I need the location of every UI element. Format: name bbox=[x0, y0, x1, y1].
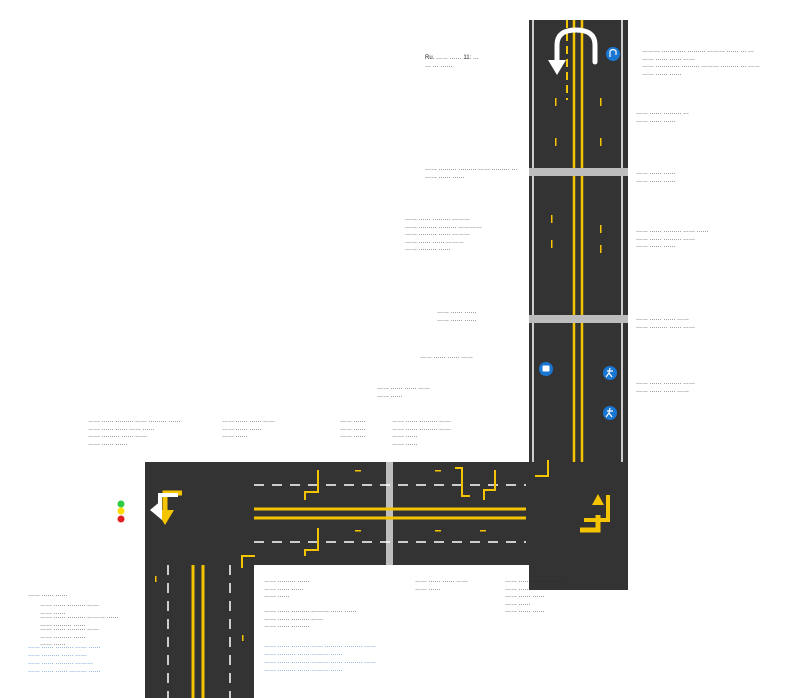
annotation-18: …… …… …… …… …… …… bbox=[415, 578, 469, 592]
note-blue-3: …… …… ……… ……… bbox=[28, 660, 94, 666]
crosswalk-bar-horizontal-1 bbox=[386, 462, 393, 565]
pedestrian-sign-icon bbox=[603, 406, 617, 420]
annotation-22: …… …… ……… …… …… …… bbox=[40, 602, 100, 616]
pedestrian-sign-icon bbox=[603, 366, 617, 380]
small-turn-arrow bbox=[535, 460, 549, 477]
note-blue-5: …… …… ……… …… ……… ……… …… bbox=[264, 643, 377, 649]
annotation-5: …… …… …… …… …… …… bbox=[636, 170, 676, 184]
annotation-8: …… …… …… …… …… …… bbox=[437, 309, 477, 323]
annotation-16: …… …… ……… …… …… …… ……… …… …… …… …… …… bbox=[392, 418, 452, 447]
annotation-14: …… …… …… …… …… …… …… …… …… bbox=[222, 418, 276, 439]
small-turn-arrow bbox=[483, 470, 496, 500]
annotation-24: …… …… ……… …… …… ……… …… …… …… bbox=[40, 626, 100, 647]
small-turn-arrow bbox=[455, 467, 470, 497]
annotation-19: …… …… ……… …… …… …… …… …… …… …… …… …… …… … bbox=[505, 578, 565, 614]
crosswalk-bar-north-2 bbox=[529, 315, 628, 323]
annotation-9: …… …… …… …… …… ……… …… …… bbox=[636, 316, 696, 330]
annotation-7: …… …… ……… …… …… …… …… ……… …… …… …… …… bbox=[636, 228, 709, 249]
turn-left-arrow-icon bbox=[150, 493, 178, 520]
small-turn-arrow bbox=[304, 470, 319, 500]
bus-sign-icon bbox=[539, 362, 553, 376]
lane-arrows-north bbox=[551, 98, 602, 253]
note-blue-6: …… ……… …… ……… …… bbox=[264, 651, 343, 657]
annotation-11: …… …… ……… …… …… …… …… …… bbox=[636, 380, 696, 394]
annotation-6: …… …… ……… ……… …… ……… ……… ………… …… ……… …… … bbox=[405, 216, 483, 252]
note-blue-4: …… …… …… ……… …… bbox=[28, 668, 101, 674]
annotation-2: ……… ………… ……… ……… …… … … …… …… …… …… …… …… bbox=[642, 48, 761, 77]
annotation-21: …… …… …… bbox=[28, 592, 68, 598]
small-turn-arrow bbox=[241, 555, 255, 568]
note-blue-7: …… …… ……… ……… …… ……… …… bbox=[264, 659, 377, 665]
u-turn-arrow-icon bbox=[554, 27, 598, 65]
annotation-17: …… ……… …… …… …… …… …… …… bbox=[264, 578, 310, 599]
annotation-13: …… …… ……… …… ……… …… …… …… …… …… …… …… ……… bbox=[88, 418, 181, 447]
note-blue-1: …… …… ……… …… …… bbox=[28, 644, 101, 650]
traffic-light-icon bbox=[117, 500, 125, 523]
u-turn-arrowhead bbox=[548, 60, 566, 75]
annotation-15: …… …… …… …… …… …… bbox=[340, 418, 366, 439]
annotation-10: …… …… …… …… bbox=[420, 354, 474, 360]
note-blue-2: …… ……… …… …… bbox=[28, 652, 88, 658]
annotation-1: Ru. …… …… 11: … … … …… bbox=[425, 55, 479, 69]
note-blue-8: …… ……… …… ……… …… bbox=[264, 667, 343, 673]
u-turn-sign-icon bbox=[606, 47, 620, 61]
annotation-12: …… …… …… …… …… …… bbox=[377, 385, 431, 399]
crosswalk-bar-north-1 bbox=[529, 168, 628, 176]
turn-right-arrow-icon bbox=[580, 494, 610, 533]
annotation-20: …… …… ……… ……… …… …… …… …… ……… …… …… …… …… bbox=[264, 608, 357, 629]
annotation-4: …… ……… ……… …… ……… … …… …… …… bbox=[425, 166, 518, 180]
lane-arrows-horizontal bbox=[155, 470, 486, 641]
small-turn-arrow bbox=[304, 528, 319, 556]
annotation-23: …… …… ……… ……… …… …… ……… …… bbox=[40, 614, 119, 628]
annotation-3: …… …… ……… … …… …… …… bbox=[636, 110, 690, 124]
